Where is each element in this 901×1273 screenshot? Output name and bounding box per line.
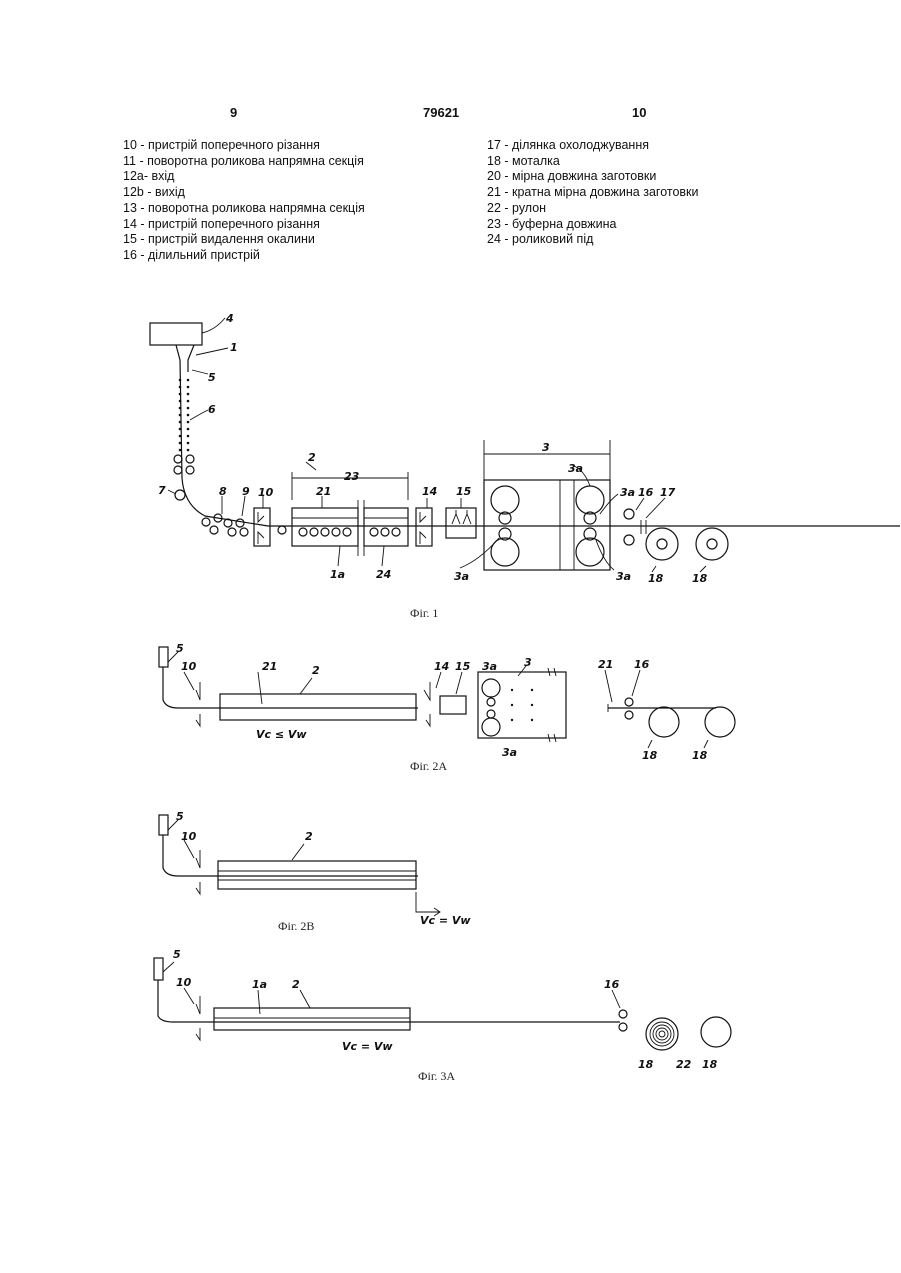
speed-relation: Vc = Vw [342, 1040, 393, 1053]
label-3a-mid: 3a [620, 486, 635, 499]
furnace-2 [218, 861, 416, 889]
label-9: 9 [242, 485, 250, 498]
shear-14 [416, 508, 432, 546]
label-10: 10 [181, 830, 197, 843]
label-5: 5 [208, 371, 216, 384]
figure-3a-caption: Фіг. 3A [418, 1069, 455, 1083]
label-10: 10 [181, 660, 197, 673]
rolling-mill-3 [478, 672, 566, 738]
label-8: 8 [219, 485, 227, 498]
coiler-18 [696, 528, 728, 560]
furnace-2 [220, 694, 416, 720]
label-22: 22 [676, 1058, 692, 1071]
descaler-15 [446, 508, 476, 538]
label-3a-bottom-right: 3a [616, 570, 631, 583]
label-2: 2 [308, 451, 316, 464]
label-1a: 1a [252, 978, 267, 991]
label-1: 1 [230, 341, 238, 354]
coiler-18 [701, 1017, 731, 1047]
label-18: 18 [692, 572, 708, 585]
label-18: 18 [638, 1058, 654, 1071]
speed-relation: Vc = Vw [420, 914, 471, 927]
label-18: 18 [692, 749, 708, 762]
figure-2a-caption: Фіг. 2A [410, 759, 447, 773]
mould-5 [159, 815, 168, 835]
label-18: 18 [642, 749, 658, 762]
label-23: 23 [344, 470, 360, 483]
label-16: 16 [634, 658, 650, 671]
label-3: 3 [542, 441, 550, 454]
roller-hearth-24 [364, 508, 408, 546]
label-2: 2 [305, 830, 313, 843]
coil-22 [646, 1018, 678, 1050]
caster-block [150, 323, 202, 345]
coiler-18 [646, 528, 678, 560]
figure-2b: 5 10 2 Vc = Vw Фіг. 2B [159, 810, 471, 933]
label-21-right: 21 [598, 658, 613, 671]
label-6: 6 [208, 403, 216, 416]
speed-relation: Vc ≤ Vw [256, 728, 307, 741]
label-14: 14 [434, 660, 449, 673]
label-3: 3 [524, 656, 532, 669]
label-7: 7 [158, 484, 166, 497]
label-17: 17 [660, 486, 676, 499]
label-1a: 1a [330, 568, 345, 581]
label-3a-top: 3a [482, 660, 497, 673]
label-3a-top: 3a [568, 462, 583, 475]
label-14: 14 [422, 485, 437, 498]
mould-5 [154, 958, 163, 980]
rolling-mill-3 [484, 480, 610, 570]
bending-roller [175, 490, 185, 500]
label-21: 21 [316, 485, 331, 498]
mould-5 [159, 647, 168, 667]
label-18: 18 [702, 1058, 718, 1071]
label-15: 15 [456, 485, 472, 498]
coiler-18 [705, 707, 735, 737]
figure-3a: 5 10 1a 2 16 18 22 18 Vc = Vw Фіг. 3A [154, 948, 731, 1083]
label-3a-bottom-left: 3a [454, 570, 469, 583]
label-5: 5 [176, 642, 184, 655]
furnace-2 [214, 1008, 410, 1030]
label-5: 5 [176, 810, 184, 823]
figure-2a: 5 10 21 2 14 15 3a 3 3a 21 16 18 18 Vc ≤… [159, 642, 735, 773]
coiler-18 [649, 707, 679, 737]
label-2: 2 [292, 978, 300, 991]
label-5: 5 [173, 948, 181, 961]
tunnel-furnace-21 [292, 508, 358, 546]
label-3a-bottom: 3a [502, 746, 517, 759]
label-16: 16 [604, 978, 620, 991]
shear-10 [254, 508, 270, 546]
label-4: 4 [225, 312, 234, 325]
label-24: 24 [376, 568, 391, 581]
figure-1: 4 1 5 6 7 8 9 10 2 23 21 1a 24 14 15 3 3… [150, 312, 900, 620]
figure-2b-caption: Фіг. 2B [278, 919, 314, 933]
label-10: 10 [176, 976, 192, 989]
descaler-15 [440, 696, 466, 714]
label-18: 18 [648, 572, 664, 585]
label-16: 16 [638, 486, 654, 499]
strand-path [176, 345, 900, 526]
figure-1-caption: Фіг. 1 [410, 606, 438, 620]
label-2: 2 [312, 664, 320, 677]
label-10: 10 [258, 486, 274, 499]
label-15: 15 [455, 660, 471, 673]
label-21: 21 [262, 660, 277, 673]
